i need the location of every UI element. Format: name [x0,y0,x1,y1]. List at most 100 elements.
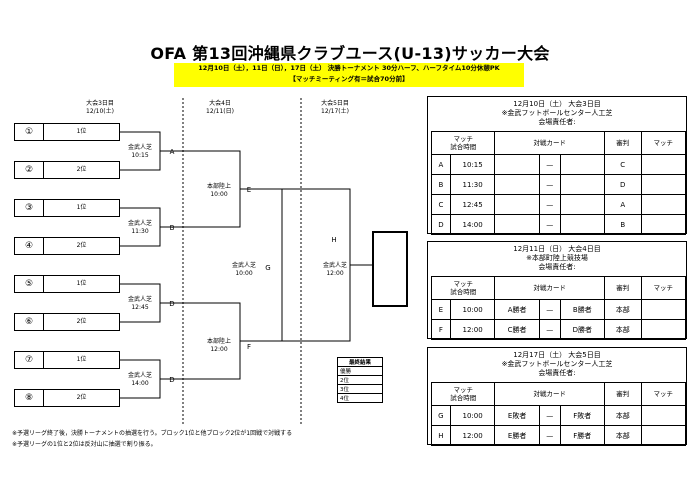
cell-id: E [431,299,451,320]
cell-vs: — [538,174,561,195]
cell-match [640,214,686,235]
match-venue: 金武人芝 [127,296,152,303]
schedule-banner: 12月10日（土），11日（日），17日（土） 決勝トーナメント 30分ハーフ、… [174,63,524,87]
cell-away: D勝者 [559,319,606,340]
schedule-table: マッチ 試合時間 対戦カード 審判 マッチ G 10:00 E敗者 — F敗者 … [430,382,687,446]
panel-manager: 会場責任者: [538,369,576,377]
cell-referee: A [603,194,642,215]
match-venue: 金武人芝 [231,262,256,269]
cell-referee: C [603,154,642,175]
entry-number: ② [14,161,44,179]
cell-home: E敗者 [494,405,540,426]
cell-vs: — [538,405,561,426]
match-id: H [331,236,337,244]
entry-rank: 1位 [44,123,120,141]
entry-rank: 1位 [44,351,120,369]
match-id: B [169,224,175,232]
cell-time: 10:15 [449,154,496,175]
round-header-2: 大会4日 12/11(日) [190,100,250,116]
match-venue: 金武人芝 [127,220,152,227]
cell-referee: 本部 [604,319,642,340]
entry-rank: 2位 [44,313,120,331]
panel-venue: ※金武フットボールセンター人工芝 [501,109,613,117]
match-label-h: 金武人芝 12:00 [316,262,354,278]
schedule-panel-day5: 12月17日（土） 大会5日目 ※金武フットボールセンター人工芝 会場責任者: … [427,347,687,446]
cell-referee: B [603,214,642,235]
match-label-b: 金武人芝 11:30 [122,220,158,236]
cell-time: 10:00 [449,299,496,320]
cell-referee: 本部 [604,299,642,320]
match-label-c: 金武人芝 12:45 [122,296,158,312]
cell-home: A勝者 [494,299,540,320]
panel-manager: 会場責任者: [538,263,576,271]
cell-away: B勝者 [559,299,606,320]
match-id: D [169,376,175,384]
round-header-3: 大会5日目 12/17(土) [305,100,365,116]
header-referee: 審判 [604,382,642,406]
header-card: 対戦カード [494,276,605,300]
entry-rank: 2位 [44,389,120,407]
cell-id: B [431,174,451,195]
match-id: F [246,343,252,351]
match-time: 14:00 [131,380,149,387]
final-result-row: 優勝 [337,366,383,376]
cell-away [559,174,605,195]
cell-home [494,174,540,195]
cell-match [640,319,687,340]
footnote: ※予選リーグ終了後，決勝トーナメントの抽選を行う。ブロック1位と他ブロック2位が… [12,430,293,437]
panel-venue: ※本部町陸上競技場 [526,254,588,262]
round-day: 大会3日目 [86,100,114,107]
entry-number: ⑤ [14,275,44,293]
match-id: G [265,264,271,272]
match-venue: 金武人芝 [127,372,152,379]
match-label-e: 本部陸上 10:00 [200,183,238,199]
panel-date: 12月11日（日） 大会4日目 [513,245,601,253]
cell-time: 12:00 [449,319,496,340]
footnotes: ※予選リーグ終了後，決勝トーナメントの抽選を行う。ブロック1位と他ブロック2位が… [12,428,292,450]
footnote: ※予選リーグの1位と2位は反対山に抽選で割り振る。 [12,441,157,448]
final-result-row: 4位 [337,393,383,403]
panel-date: 12月10日（土） 大会3日目 [513,100,601,108]
schedule-panel-day4: 12月11日（日） 大会4日目 ※本部町陸上競技場 会場責任者: マッチ 試合時… [427,241,687,340]
match-time: 10:15 [131,152,149,159]
cell-away: F敗者 [559,405,606,426]
cell-home [494,194,540,215]
match-id: A [169,148,175,156]
entry-number: ⑦ [14,351,44,369]
match-time: 10:00 [235,270,253,277]
cell-away [559,214,605,235]
cell-match [640,299,687,320]
table-row: F 12:00 C勝者 — D勝者 本部 [431,319,687,340]
match-venue: 金武人芝 [127,144,152,151]
round-date: 12/17(土) [321,108,349,115]
match-time: 11:30 [131,228,149,235]
cell-time: 12:45 [449,194,496,215]
table-row: C 12:45 — A [431,194,686,215]
match-label-a: 金武人芝 10:15 [122,144,158,160]
round-day: 大会5日目 [321,100,349,107]
cell-match [640,194,686,215]
entry-number: ③ [14,199,44,217]
cell-time: 12:00 [449,425,496,446]
cell-id: D [431,214,451,235]
header-time: マッチ 試合時間 [430,276,496,300]
cell-referee: 本部 [604,425,642,446]
cell-home [494,154,540,175]
entry-rank: 2位 [44,161,120,179]
match-label-f: 本部陸上 12:00 [200,338,238,354]
banner-line-2: 【マッチミーティング有＝試合70分前】 [289,75,409,83]
banner-line-1: 12月10日（土），11日（日），17日（土） 決勝トーナメント 30分ハーフ、… [198,64,500,72]
cell-id: H [431,425,451,446]
cell-id: A [431,154,451,175]
header-referee: 審判 [603,131,642,155]
cell-referee: D [603,174,642,195]
table-row: E 10:00 A勝者 — B勝者 本部 [431,299,687,320]
cell-vs: — [538,319,561,340]
schedule-panel-day3: 12月10日（土） 大会3日目 ※金武フットボールセンター人工芝 会場責任者: … [427,96,687,235]
table-row: B 11:30 — D [431,174,686,195]
cell-time: 10:00 [449,405,496,426]
header-time: マッチ 試合時間 [430,382,496,406]
cell-time: 11:30 [449,174,496,195]
cell-match [640,174,686,195]
